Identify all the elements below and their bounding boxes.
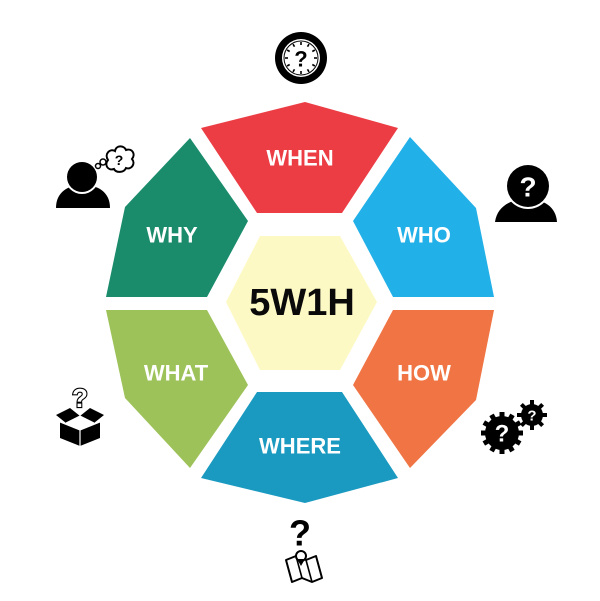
segment-where[interactable]: WHERE — [201, 392, 398, 503]
segment-why-shape — [106, 138, 248, 297]
person-question-icon: ? — [495, 163, 557, 222]
segment-who[interactable]: WHO — [353, 137, 494, 297]
center-hub: 5W1H — [226, 236, 377, 370]
segment-how[interactable]: HOW — [353, 310, 494, 468]
segment-why[interactable]: WHY — [106, 138, 248, 297]
segment-what-shape — [106, 310, 248, 468]
center-title: 5W1H — [249, 282, 355, 324]
segment-who-label: WHO — [397, 223, 451, 248]
segment-what-label: WHAT — [144, 361, 209, 386]
gears-question-icon: ? ? — [481, 400, 547, 454]
box-question-glyph: ? — [72, 383, 88, 413]
segment-what[interactable]: WHAT — [106, 310, 248, 468]
center-hexagon — [226, 236, 377, 370]
thought-question-glyph: ? — [115, 152, 124, 168]
map-question-icon: ? — [285, 513, 323, 583]
clock-question-icon: ? — [275, 32, 327, 84]
map-question-glyph: ? — [289, 513, 311, 554]
small-gear-question-glyph: ? — [527, 408, 536, 425]
box-question-icon: ? — [56, 382, 104, 446]
large-gear-question-glyph: ? — [495, 421, 510, 448]
segment-how-shape — [353, 310, 494, 468]
person-question-glyph: ? — [519, 172, 536, 203]
segment-who-shape — [353, 137, 494, 297]
segment-when[interactable]: WHEN — [201, 102, 398, 213]
thinking-person-icon: ? — [56, 145, 135, 208]
segment-why-label: WHY — [146, 223, 198, 248]
clock-question-glyph: ? — [294, 47, 307, 72]
segment-when-label: WHEN — [266, 146, 333, 171]
segment-where-shape — [201, 392, 398, 503]
segment-where-label: WHERE — [259, 434, 341, 459]
segment-when-shape — [201, 102, 398, 213]
segment-how-label: HOW — [397, 361, 451, 386]
